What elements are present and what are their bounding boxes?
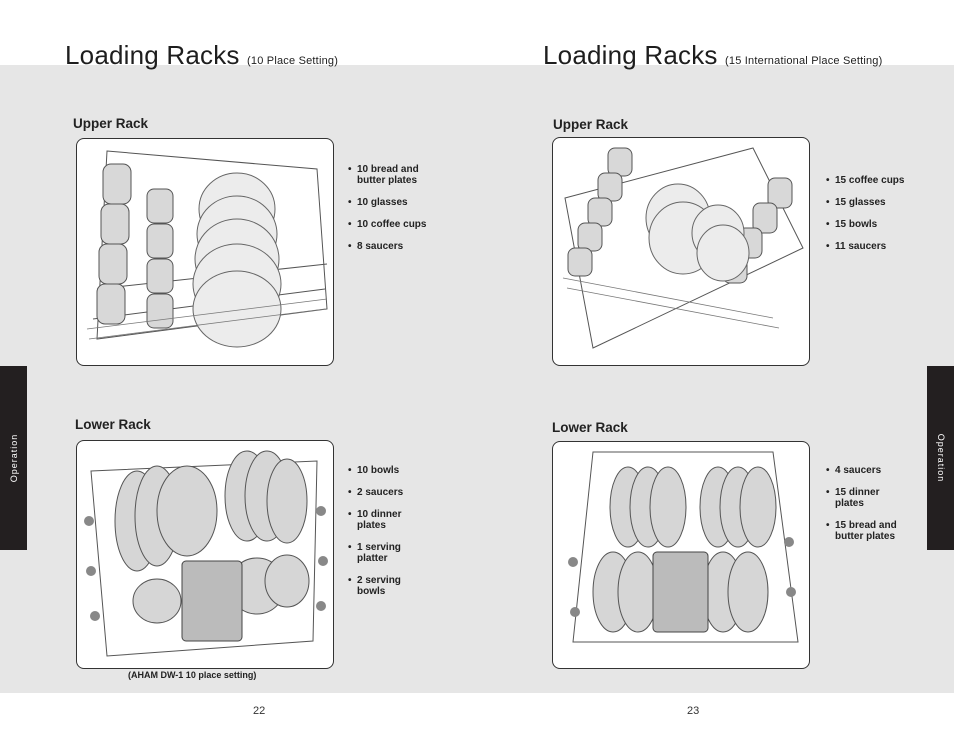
list-item: 1 serving platter <box>348 542 428 564</box>
left-upper-rack-items: 10 bread and butter plates 10 glasses 10… <box>348 164 448 263</box>
left-lower-rack-items: 10 bowls 2 saucers 10 dinner plates 1 se… <box>348 465 428 608</box>
list-item: 15 bread and butter plates <box>826 520 906 542</box>
right-lower-rack-items: 4 saucers 15 dinner plates 15 bread and … <box>826 465 906 553</box>
list-item: 11 saucers <box>826 241 906 252</box>
list-item: 2 saucers <box>348 487 428 498</box>
list-item: 15 glasses <box>826 197 906 208</box>
right-lower-rack-image <box>552 441 810 669</box>
right-upper-rack-items: 15 coffee cups 15 glasses 15 bowls 11 sa… <box>826 175 906 263</box>
list-item: 15 coffee cups <box>826 175 906 186</box>
right-page-number: 23 <box>687 705 700 717</box>
right-page-title: Loading Racks (15 International Place Se… <box>543 40 883 70</box>
list-item: 15 dinner plates <box>826 487 906 509</box>
right-page-subtitle: (15 International Place Setting) <box>725 55 883 67</box>
left-lower-rack-image <box>76 440 334 669</box>
list-item: 2 serving bowls <box>348 575 428 597</box>
list-item: 10 dinner plates <box>348 509 428 531</box>
left-lower-rack-caption: (AHAM DW-1 10 place setting) <box>128 670 257 680</box>
list-item: 10 bowls <box>348 465 428 476</box>
right-lower-rack-label: Lower Rack <box>552 420 628 435</box>
left-upper-rack-label: Upper Rack <box>73 116 149 131</box>
list-item: 10 bread and butter plates <box>348 164 448 186</box>
list-item: 10 glasses <box>348 197 448 208</box>
left-lower-rack-label: Lower Rack <box>75 417 151 432</box>
left-page-title: Loading Racks (10 Place Setting) <box>65 40 339 70</box>
left-page-number: 22 <box>253 705 266 717</box>
list-item: 10 coffee cups <box>348 219 448 230</box>
list-item: 15 bowls <box>826 219 906 230</box>
left-section-tab: Operation <box>0 366 27 550</box>
list-item: 4 saucers <box>826 465 906 476</box>
left-page-subtitle: (10 Place Setting) <box>247 55 339 67</box>
list-item: 8 saucers <box>348 241 448 252</box>
right-section-tab: Operation <box>927 366 954 550</box>
right-upper-rack-label: Upper Rack <box>553 117 629 132</box>
left-upper-rack-image <box>76 138 334 366</box>
right-upper-rack-image <box>552 137 810 366</box>
